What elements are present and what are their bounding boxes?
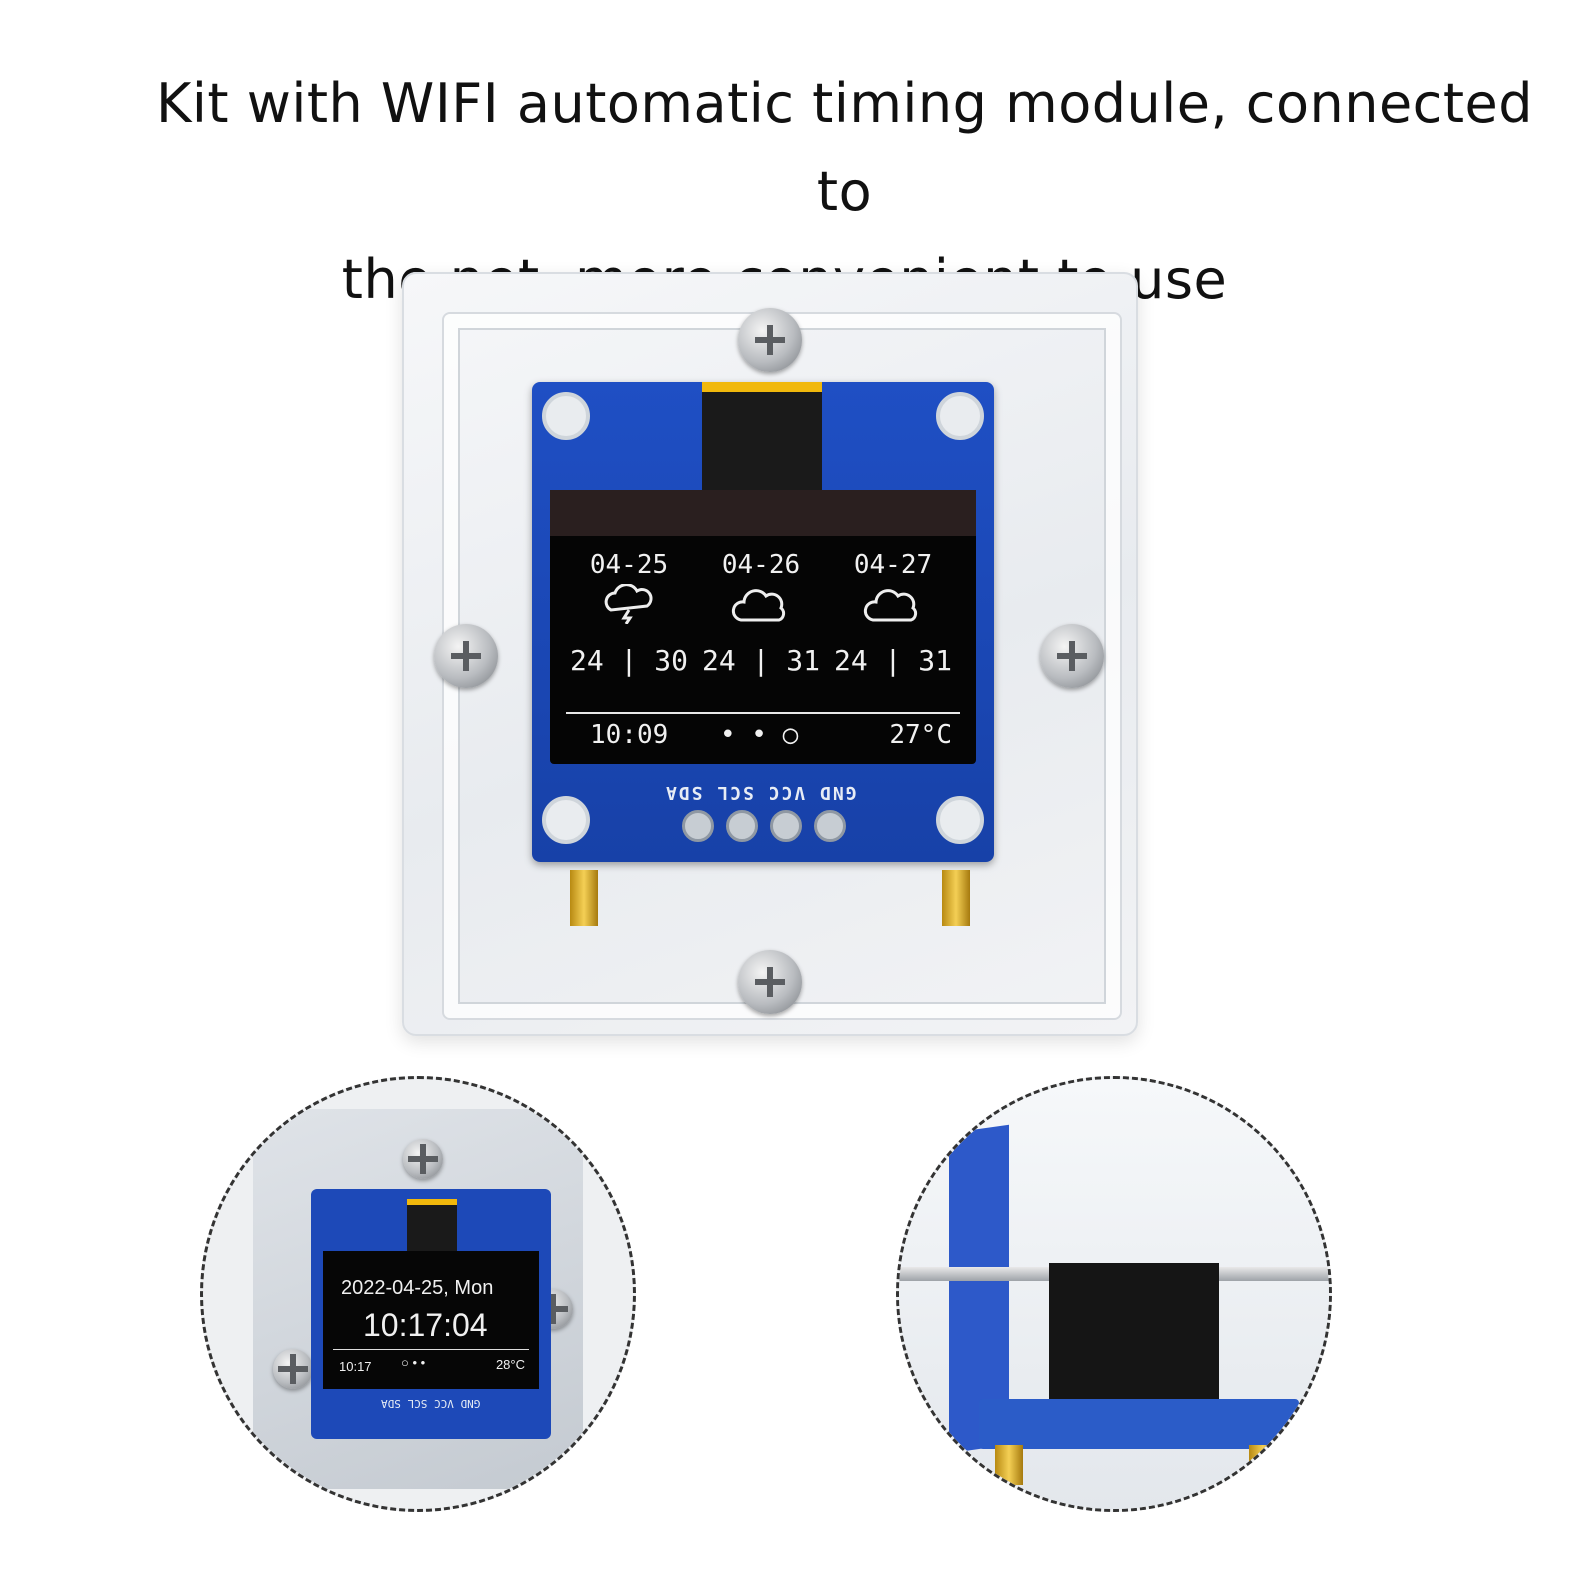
top-screw <box>738 308 802 372</box>
mount-hole <box>936 392 984 440</box>
forecast-day-2: 04-26 24 | 31 <box>696 550 826 677</box>
screen-edge <box>550 490 976 536</box>
thunderstorm-cloud-icon <box>604 584 653 624</box>
divider <box>566 712 960 714</box>
pin-pad <box>814 810 846 842</box>
oled-pcb: 2022-04-25, Mon 10:17:04 10:17 ○ • • 28°… <box>311 1189 551 1439</box>
divider <box>333 1349 529 1350</box>
left-screw <box>273 1349 313 1389</box>
brass-standoff <box>570 870 598 926</box>
bottom-screw <box>738 950 802 1014</box>
mount-hole <box>542 392 590 440</box>
pin-labels: GND VCC SCL SDA <box>381 1397 481 1410</box>
pin-pad <box>726 810 758 842</box>
current-temperature: 28°C <box>495 1357 525 1372</box>
brass-standoff <box>942 870 970 926</box>
current-temperature: 27°C <box>889 720 952 750</box>
page-indicator: ○ • • <box>401 1355 426 1370</box>
mount-hole <box>542 796 590 844</box>
forecast-day-3: 04-27 24 | 31 <box>828 550 958 677</box>
pin-pad <box>770 810 802 842</box>
forecast-temps: 24 | 30 <box>569 644 688 677</box>
forecast-date: 04-26 <box>721 550 801 580</box>
forecast-temps: 24 | 31 <box>833 644 952 677</box>
left-screw <box>434 624 498 688</box>
forecast-date: 04-27 <box>853 550 933 580</box>
oled-screen: 04-25 24 | 30 04-26 24 | 31 04-27 <box>550 490 976 764</box>
forecast-temps: 24 | 31 <box>701 644 820 677</box>
forecast-day-1: 04-25 24 | 30 <box>564 550 694 677</box>
oled-pcb: 04-25 24 | 30 04-26 24 | 31 04-27 <box>532 382 994 862</box>
detail-front-view: 2022-04-25, Mon 10:17:04 10:17 ○ • • 28°… <box>200 1076 636 1512</box>
ribbon-connector <box>702 382 822 502</box>
mount-hole <box>936 796 984 844</box>
connector-module <box>1049 1263 1219 1413</box>
ribbon-connector <box>407 1199 457 1259</box>
brass-standoff <box>995 1445 1023 1485</box>
clock-time: 10:17:04 <box>363 1307 488 1343</box>
top-screw <box>403 1139 443 1179</box>
forecast-date: 04-25 <box>589 550 669 580</box>
acrylic-case: 04-25 24 | 30 04-26 24 | 31 04-27 <box>402 272 1138 1036</box>
small-time: 10:17 <box>339 1359 372 1374</box>
clock-date: 2022-04-25, Mon <box>341 1277 494 1299</box>
cloud-icon <box>731 589 786 622</box>
page-indicator: • • ○ <box>720 720 799 750</box>
pin-pad <box>682 810 714 842</box>
detail-side-view <box>896 1076 1332 1512</box>
clock-time: 10:09 <box>590 720 669 750</box>
headline-line-1: Kit with WIFI automatic timing module, c… <box>155 72 1534 223</box>
right-screw <box>1040 624 1104 688</box>
oled-pcb-edge <box>979 1399 1299 1449</box>
oled-screen: 2022-04-25, Mon 10:17:04 10:17 ○ • • 28°… <box>323 1251 539 1389</box>
brass-standoff <box>1249 1445 1277 1485</box>
cloud-icon <box>863 589 918 622</box>
pin-labels: GND VCC SCL SDA <box>664 782 857 803</box>
